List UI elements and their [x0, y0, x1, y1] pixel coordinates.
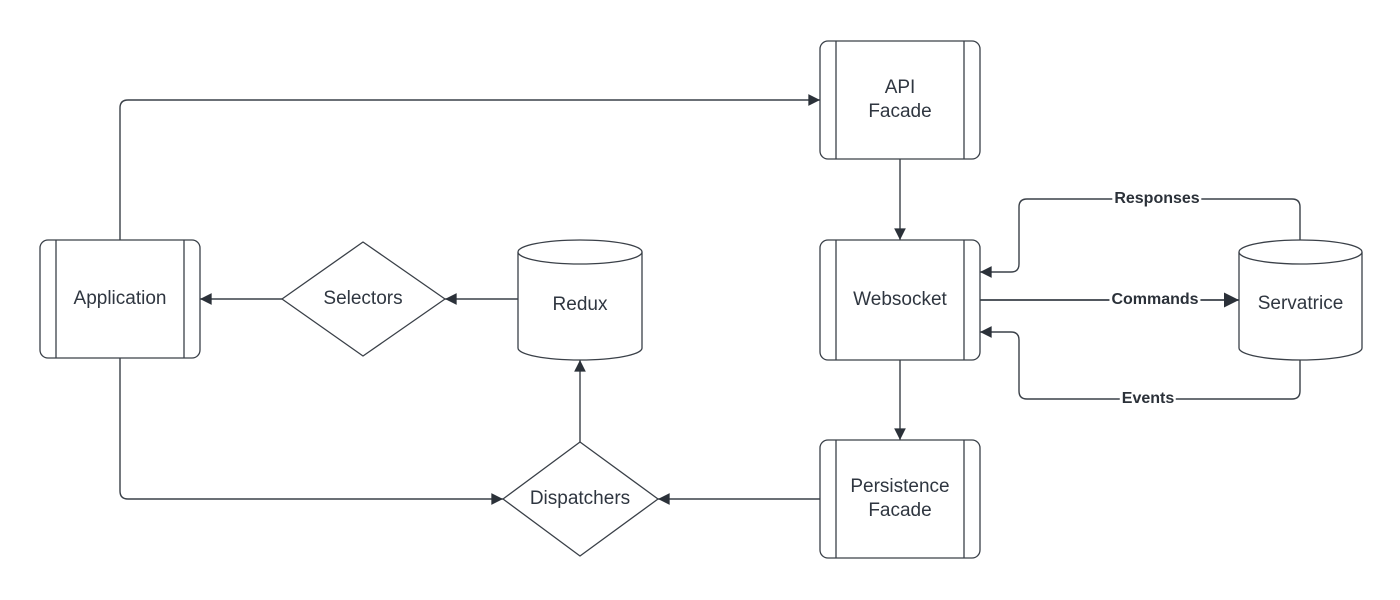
edges: [119, 94, 1301, 505]
edge-servatrice-to-websocket-responses: [980, 198, 1301, 278]
persistence-facade-node-shape: [819, 439, 981, 559]
edge-servatrice-to-websocket-events: [980, 326, 1301, 400]
nodes: [39, 40, 1363, 559]
edge-application-to-api-facade: [119, 94, 820, 240]
servatrice-node-shape: [1238, 239, 1363, 361]
api-facade-node-shape: [819, 40, 981, 160]
websocket-node-shape: [819, 239, 981, 361]
edge-application-to-dispatchers: [119, 358, 503, 505]
redux-node-shape: [517, 239, 643, 361]
application-node-shape: [39, 239, 201, 359]
selectors-node-shape: [281, 241, 446, 357]
dispatchers-node-shape: [502, 441, 659, 557]
